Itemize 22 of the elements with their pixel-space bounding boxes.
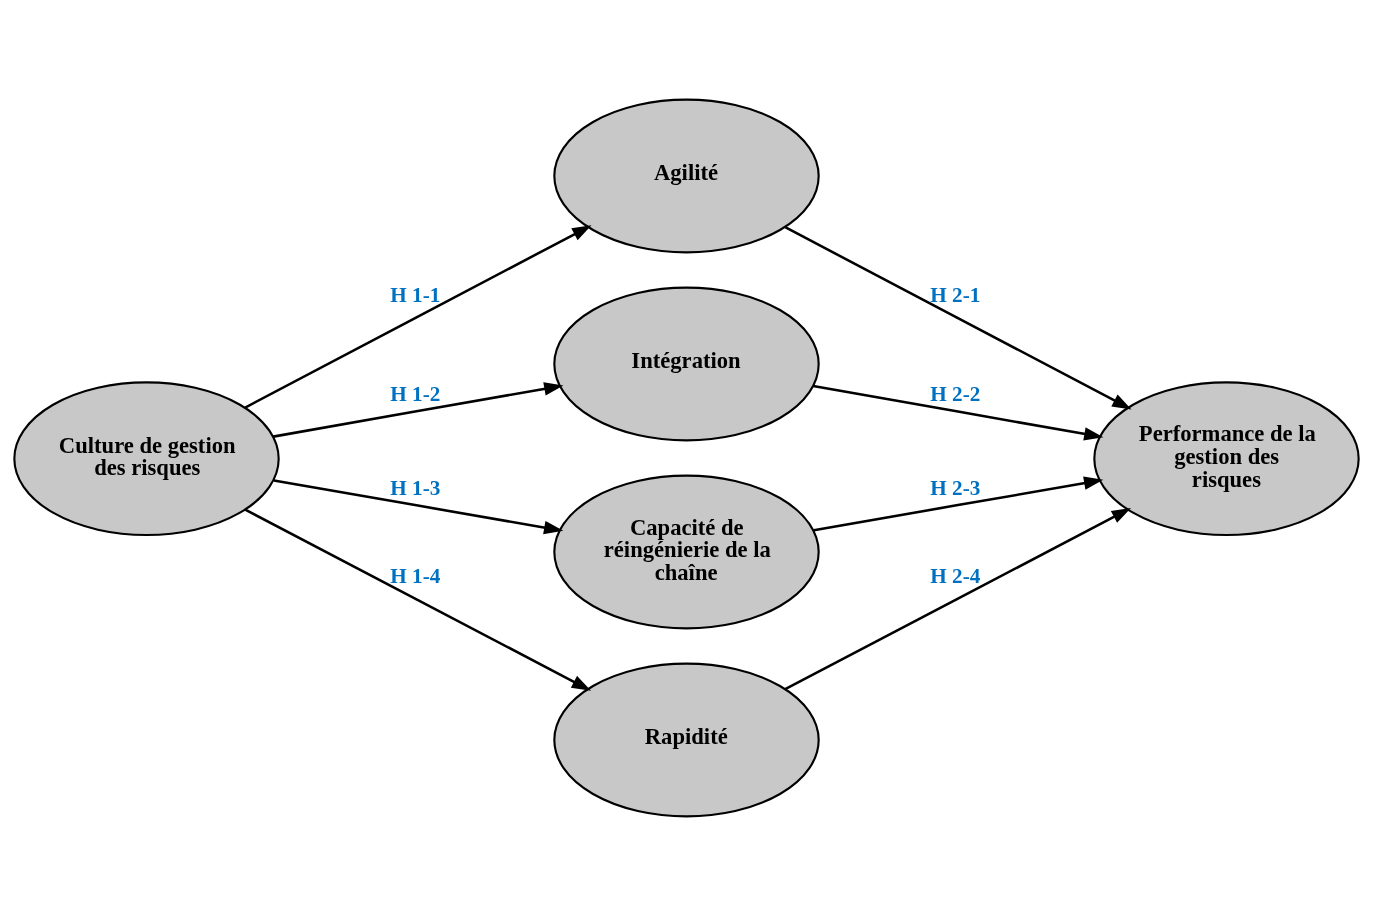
node-ellipse: Intégration [553, 286, 820, 442]
node-ellipse: Capacité de réingénierie de la chaîne [553, 474, 820, 630]
edge-label: H 2-2 [930, 381, 981, 406]
arrow [813, 476, 1104, 532]
arrow [272, 382, 564, 438]
edge-label: H 1-3 [390, 476, 441, 501]
edge-label: H 1-4 [390, 564, 441, 589]
arrow [784, 226, 1132, 410]
arrow [244, 225, 592, 409]
edge-label: H 2-4 [930, 564, 981, 589]
edge-label: H 2-3 [930, 476, 981, 501]
node-ellipse: Performance de la gestion des risques [1093, 381, 1360, 537]
arrow [273, 479, 564, 535]
edge-label: H 1-2 [390, 381, 441, 406]
node-ellipse: Agilité [553, 98, 820, 254]
node-ellipse: Rapidité [553, 662, 820, 818]
edge-label: H 2-1 [930, 282, 981, 307]
arrow [812, 384, 1104, 441]
node-ellipse: Culture de gestion des risques [13, 381, 280, 537]
edge-label: H 1-1 [390, 282, 441, 307]
arrow [244, 508, 592, 691]
arrow [784, 507, 1132, 691]
